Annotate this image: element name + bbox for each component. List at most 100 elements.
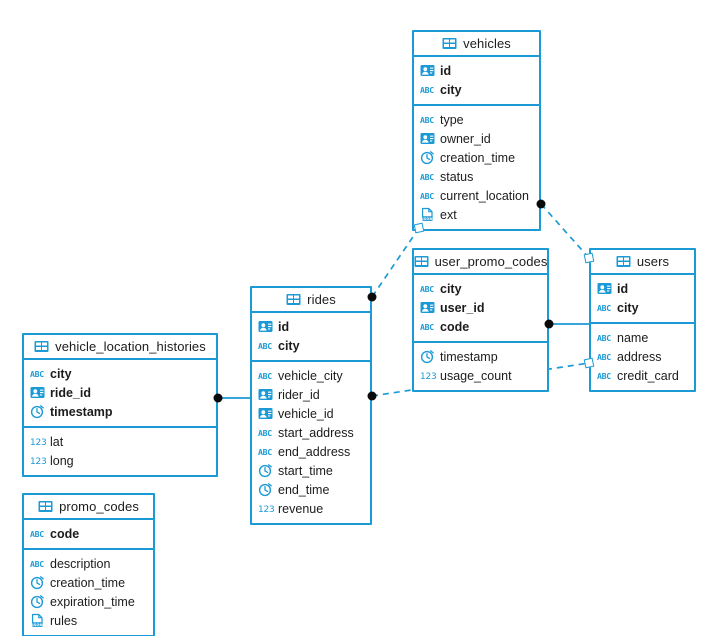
field-row[interactable]: ride_id <box>24 383 216 402</box>
primary-key-person-icon <box>420 63 435 78</box>
svg-text:ABC: ABC <box>420 191 434 201</box>
text-abc-icon: ABC <box>420 169 435 184</box>
json-document-icon: JSON <box>420 207 435 222</box>
svg-text:ABC: ABC <box>258 371 272 381</box>
field-row[interactable]: start_time <box>252 461 370 480</box>
field-row[interactable]: ABC code <box>24 524 153 543</box>
field-row[interactable]: rider_id <box>252 385 370 404</box>
edge-vehicles-users-source-dot-marker <box>536 199 546 209</box>
svg-text:123: 123 <box>30 457 47 467</box>
field-row[interactable]: id <box>414 61 539 80</box>
svg-text:ABC: ABC <box>597 352 611 362</box>
table-title: users <box>636 254 670 269</box>
field-row[interactable]: ABC status <box>414 167 539 186</box>
field-row[interactable]: end_time <box>252 480 370 499</box>
field-row[interactable]: user_id <box>414 298 547 317</box>
edge-vehicles-rides-source-square-marker <box>413 222 425 234</box>
field-row[interactable]: id <box>252 317 370 336</box>
table-title: vehicle_location_histories <box>55 339 206 354</box>
svg-text:ABC: ABC <box>258 447 272 457</box>
text-abc-icon: ABC <box>597 368 612 383</box>
timestamp-clock-icon <box>420 349 435 364</box>
text-abc-icon: ABC <box>420 112 435 127</box>
table-grid-icon <box>286 292 301 307</box>
primary-key-person-icon <box>30 385 45 400</box>
field-label: status <box>440 169 474 184</box>
timestamp-clock-icon <box>30 594 45 609</box>
text-abc-icon: ABC <box>420 281 435 296</box>
field-label: code <box>440 319 470 334</box>
json-document-icon: JSON <box>30 613 45 628</box>
field-row[interactable]: vehicle_id <box>252 404 370 423</box>
field-label: rider_id <box>278 387 320 402</box>
field-row[interactable]: owner_id <box>414 129 539 148</box>
field-label: start_address <box>278 425 354 440</box>
field-label: code <box>50 526 80 541</box>
field-row[interactable]: timestamp <box>24 402 216 421</box>
field-label: ext <box>440 207 457 222</box>
table-header[interactable]: rides <box>252 288 370 313</box>
svg-text:ABC: ABC <box>420 115 434 125</box>
timestamp-clock-icon <box>30 575 45 590</box>
field-row[interactable]: creation_time <box>24 573 153 592</box>
table-grid-icon <box>442 36 457 51</box>
text-abc-icon: ABC <box>30 556 45 571</box>
edge-vehicle-location-histories-rides-source-dot-marker <box>213 393 223 403</box>
field-row[interactable]: ABC credit_card <box>591 366 694 385</box>
svg-text:ABC: ABC <box>30 529 44 539</box>
field-row[interactable]: expiration_time <box>24 592 153 611</box>
field-row[interactable]: timestamp <box>414 347 547 366</box>
svg-text:123: 123 <box>258 505 275 515</box>
field-label: credit_card <box>617 368 679 383</box>
table-header[interactable]: user_promo_codes <box>414 250 547 275</box>
table-title: user_promo_codes <box>434 254 548 269</box>
table-header[interactable]: promo_codes <box>24 495 153 520</box>
timestamp-clock-icon <box>30 404 45 419</box>
text-abc-icon: ABC <box>258 338 273 353</box>
table-header[interactable]: vehicles <box>414 32 539 57</box>
table-title: vehicles <box>463 36 511 51</box>
field-label: city <box>617 300 639 315</box>
field-row[interactable]: JSON ext <box>414 205 539 224</box>
primary-key-person-icon <box>420 131 435 146</box>
field-row[interactable]: creation_time <box>414 148 539 167</box>
field-row[interactable]: id <box>591 279 694 298</box>
text-abc-icon: ABC <box>420 82 435 97</box>
timestamp-clock-icon <box>258 482 273 497</box>
number-123-icon: 123 <box>30 434 47 449</box>
edge-rides-users-source-dot-marker <box>367 391 377 401</box>
svg-text:ABC: ABC <box>258 341 272 351</box>
number-123-icon: 123 <box>258 501 275 516</box>
table-header[interactable]: users <box>591 250 694 275</box>
table-header[interactable]: vehicle_location_histories <box>24 335 216 360</box>
